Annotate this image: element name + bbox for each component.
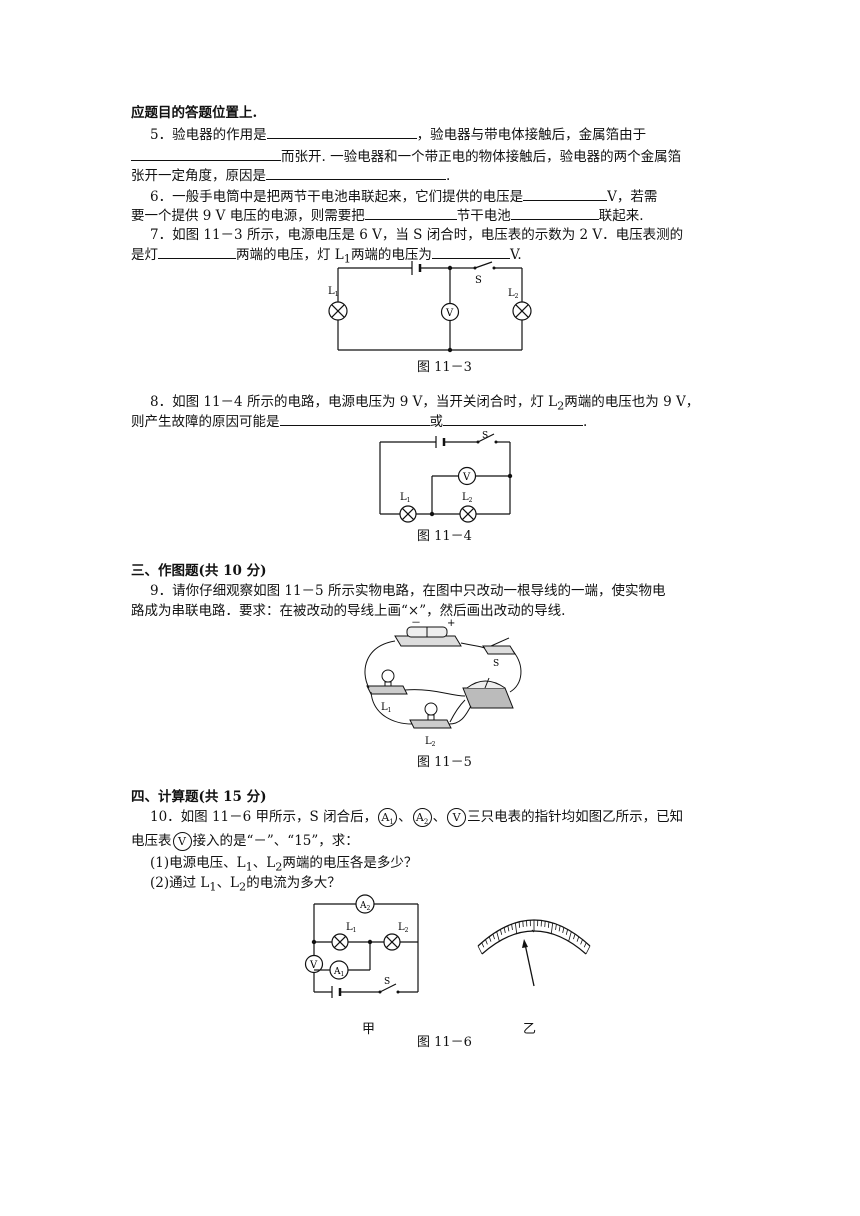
figure-caption: 图 11－6 bbox=[417, 1035, 472, 1050]
dial-tick bbox=[514, 922, 518, 934]
question-5-line3: 张开一定角度，原因是. bbox=[131, 166, 451, 184]
junction-dot bbox=[447, 347, 453, 353]
ammeter-a2-label: A2 bbox=[359, 901, 371, 912]
dial-tick bbox=[496, 931, 500, 942]
answer-blank[interactable] bbox=[364, 206, 457, 220]
voltmeter-label: V bbox=[309, 960, 318, 971]
dial-tick bbox=[511, 924, 513, 931]
dial-tick bbox=[500, 929, 503, 935]
battery-plus-label: + bbox=[447, 618, 455, 629]
lamp-l1-label: L1 bbox=[328, 286, 338, 298]
question-5-line1: 5．验电器的作用是，验电器与带电体接触后，金属箔由于 bbox=[150, 125, 647, 143]
question-10-part2: (2)通过 L1、L2的电流为多大？ bbox=[150, 875, 341, 894]
dial-tick bbox=[481, 942, 485, 948]
figure-caption: 图 11－4 bbox=[417, 529, 472, 544]
question-7-line1: 7．如图 11－3 所示，电源电压是 6 V，当 S 闭合时，电压表的示数为 2… bbox=[150, 227, 684, 243]
switch-label: S bbox=[482, 431, 488, 441]
meter-pointer bbox=[524, 943, 535, 987]
figure-caption: 图 11－3 bbox=[417, 360, 472, 375]
answer-blank[interactable] bbox=[266, 166, 446, 180]
figure-11-6-jia-circuit: A2 A1 V S L1 L2 bbox=[304, 894, 419, 998]
answer-blank[interactable] bbox=[443, 412, 583, 426]
dial-tick bbox=[485, 939, 488, 945]
battery-minus-label: － bbox=[411, 618, 421, 629]
ammeter-a2-symbol: A2 bbox=[412, 808, 432, 827]
answer-blank[interactable] bbox=[158, 245, 236, 259]
figure-11-5-physical-circuit: － + S L1 L2 bbox=[364, 618, 522, 748]
figure-sublabel-yi: 乙 bbox=[523, 1022, 537, 1037]
dial-tick bbox=[585, 945, 591, 955]
junction-dot bbox=[507, 473, 513, 479]
section-heading-3: 三、作图题(共 10 分) bbox=[131, 563, 267, 579]
question-8-line1: 8．如图 11－4 所示的电路，电源电压为 9 V，当开关闭合时，灯 L2两端的… bbox=[150, 394, 700, 413]
ammeter-a1-symbol: A1 bbox=[378, 808, 398, 827]
answer-blank[interactable] bbox=[266, 125, 417, 139]
question-10-part1: (1)电源电压、L1、L2两端的电压各是多少？ bbox=[150, 855, 418, 874]
dial-tick bbox=[568, 931, 572, 942]
dial-tick bbox=[503, 927, 506, 934]
dial-tick bbox=[555, 924, 557, 931]
junction-dot bbox=[447, 265, 453, 271]
figure-caption: 图 11－5 bbox=[417, 755, 472, 770]
figure-11-6-yi-meter-dial bbox=[477, 919, 591, 987]
lamp-l1-label: L1 bbox=[400, 492, 410, 504]
figure-11-3-circuit: V S L1 L2 bbox=[328, 261, 532, 353]
dial-tick bbox=[573, 933, 576, 940]
section-heading-4: 四、计算题(共 15 分) bbox=[131, 789, 267, 805]
answer-blank[interactable] bbox=[131, 147, 281, 161]
voltmeter-label: V bbox=[462, 472, 471, 483]
voltmeter-symbol: V bbox=[172, 832, 192, 851]
dial-tick bbox=[507, 925, 510, 932]
dial-tick bbox=[576, 936, 580, 942]
dial-tick bbox=[580, 939, 583, 945]
question-6-line2: 要一个提供 9 V 电压的电源，则需要把节干电池联起来. bbox=[131, 206, 644, 224]
switch-label: S bbox=[384, 977, 390, 987]
lamp-l2-label: L2 bbox=[462, 492, 473, 504]
answer-blank[interactable] bbox=[510, 206, 599, 220]
question-8-line2: 则产生故障的原因可能是或. bbox=[131, 412, 588, 430]
top-line: 应题目的答题位置上. bbox=[131, 105, 258, 121]
switch-label: S bbox=[475, 275, 482, 286]
lamp-l1-label: L1 bbox=[346, 922, 356, 934]
question-9-line2: 路成为串联电路．要求：在被改动的导线上画“×”，然后画出改动的导线. bbox=[131, 603, 566, 619]
question-9-line1: 9．请你仔细观察如图 11－5 所示实物电路，在图中只改动一根导线的一端，使实物… bbox=[150, 583, 666, 599]
junction-dot bbox=[367, 939, 373, 945]
answer-blank[interactable] bbox=[431, 245, 510, 259]
switch-label: S bbox=[493, 659, 499, 669]
dial-tick bbox=[492, 933, 495, 940]
figure-11-4-circuit: V S L1 L2 bbox=[379, 431, 513, 523]
answer-blank[interactable] bbox=[279, 412, 430, 426]
dial-tick bbox=[565, 929, 568, 935]
dial-tick bbox=[547, 921, 550, 928]
junction-dot bbox=[311, 939, 317, 945]
voltmeter-symbol: V bbox=[447, 808, 467, 827]
voltmeter-label: V bbox=[445, 308, 454, 319]
dial-tick bbox=[583, 942, 587, 948]
ammeter-a1-label: A1 bbox=[333, 967, 344, 978]
dial-tick bbox=[488, 936, 492, 942]
lamp-l2-label: L2 bbox=[425, 736, 436, 748]
dial-tick bbox=[477, 945, 483, 955]
lamp-l2-label: L2 bbox=[508, 288, 519, 300]
answer-blank[interactable] bbox=[523, 187, 608, 201]
junction-dot bbox=[429, 511, 435, 517]
figure-sublabel-jia: 甲 bbox=[362, 1022, 376, 1037]
dial-tick bbox=[550, 922, 554, 934]
dial-tick bbox=[562, 927, 565, 934]
lamp-l2-label: L2 bbox=[398, 922, 409, 934]
dial-tick bbox=[518, 921, 521, 928]
question-5-line2: 而张开. 一验电器和一个带正电的物体接触后，验电器的两个金属箔 bbox=[131, 147, 681, 166]
lamp-l1-label: L1 bbox=[381, 702, 391, 714]
dial-tick bbox=[558, 925, 561, 932]
